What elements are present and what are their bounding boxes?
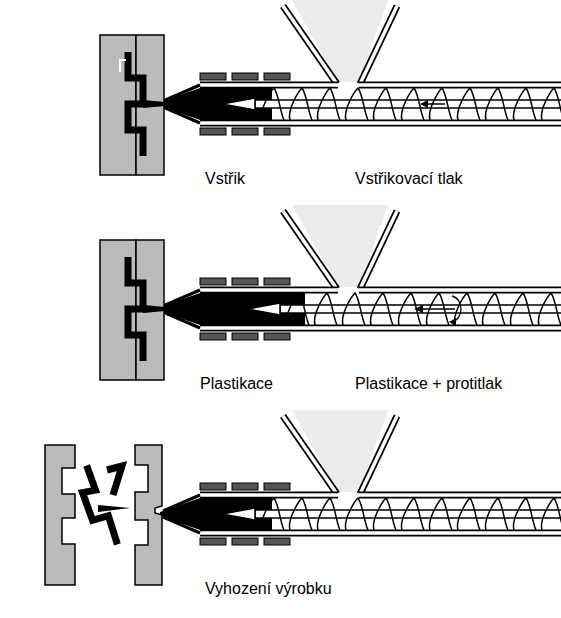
stage-label: Vstřikovací tlak [355,170,463,188]
stage-ejection [45,410,561,585]
stage-label: Vyhození výrobku [205,580,332,598]
stage-label: Vstřik [205,170,245,188]
stage-injection [100,0,561,175]
stage-label: Plastikace + protitlak [355,375,502,393]
stage-label: Plastikace [200,375,273,393]
stage-plastication [100,205,561,380]
